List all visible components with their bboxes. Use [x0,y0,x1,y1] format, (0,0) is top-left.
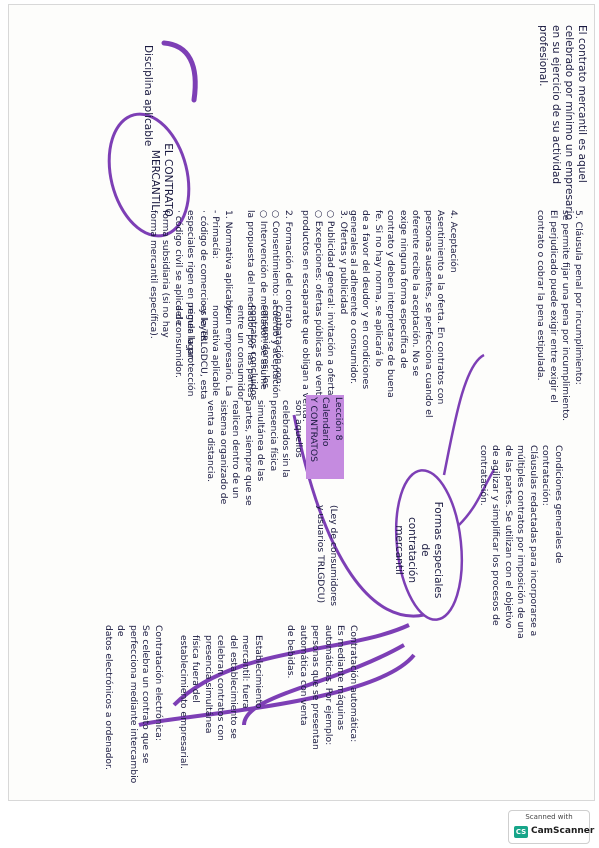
connector-lines [107,40,496,727]
automatica-text: Contratación automática: Es mediante máq… [285,625,360,750]
rotated-mind-map: El contrato mercantil es aquel celebrado… [9,5,594,800]
highlight-tag: Lección 8 Calendario Y CONTRATOS [306,395,344,479]
mercantil-fuera-text: Establecimiento mercantil: fuera del est… [178,635,264,769]
connector-to-condiciones [458,469,496,526]
camscanner-logo-icon: CS [514,826,528,838]
consumidores-text: Contratación con consumidores: los contr… [173,305,284,401]
watermark-top-text: Scanned with [525,813,573,821]
electronica-text: Contratación electrónica: Se celebra un … [103,625,164,784]
center-oval [107,112,191,238]
connector-to-mercantil [242,643,405,726]
connector-to-formas [442,353,485,476]
formas-oval [394,469,464,621]
distancia-tail-text: (Ley de consumidores y usuarios TRLGDCU) [315,505,340,607]
formas-especiales-text: Formas especiales de contratación mercan… [393,501,444,599]
notebook-page: El contrato mercantil es aquel celebrado… [8,4,595,801]
watermark-name: CamScanner [531,826,595,836]
bracket-left [161,40,198,103]
connector-to-consumidores [292,414,425,618]
branch-disciplina: Disciplina aplicable [142,45,154,147]
clausula-text: 5. Cláusula penal por incumplimiento: se… [535,210,585,422]
connector-to-electronica [138,653,416,727]
connector-to-automatica [172,623,410,707]
camscanner-watermark: Scanned with CS CamScanner [508,810,594,844]
condiciones-text: Condiciones generales de contratación: C… [478,445,564,639]
aceptacion-text: 4. Aceptación Asentimiento a la oferta. … [348,210,459,418]
